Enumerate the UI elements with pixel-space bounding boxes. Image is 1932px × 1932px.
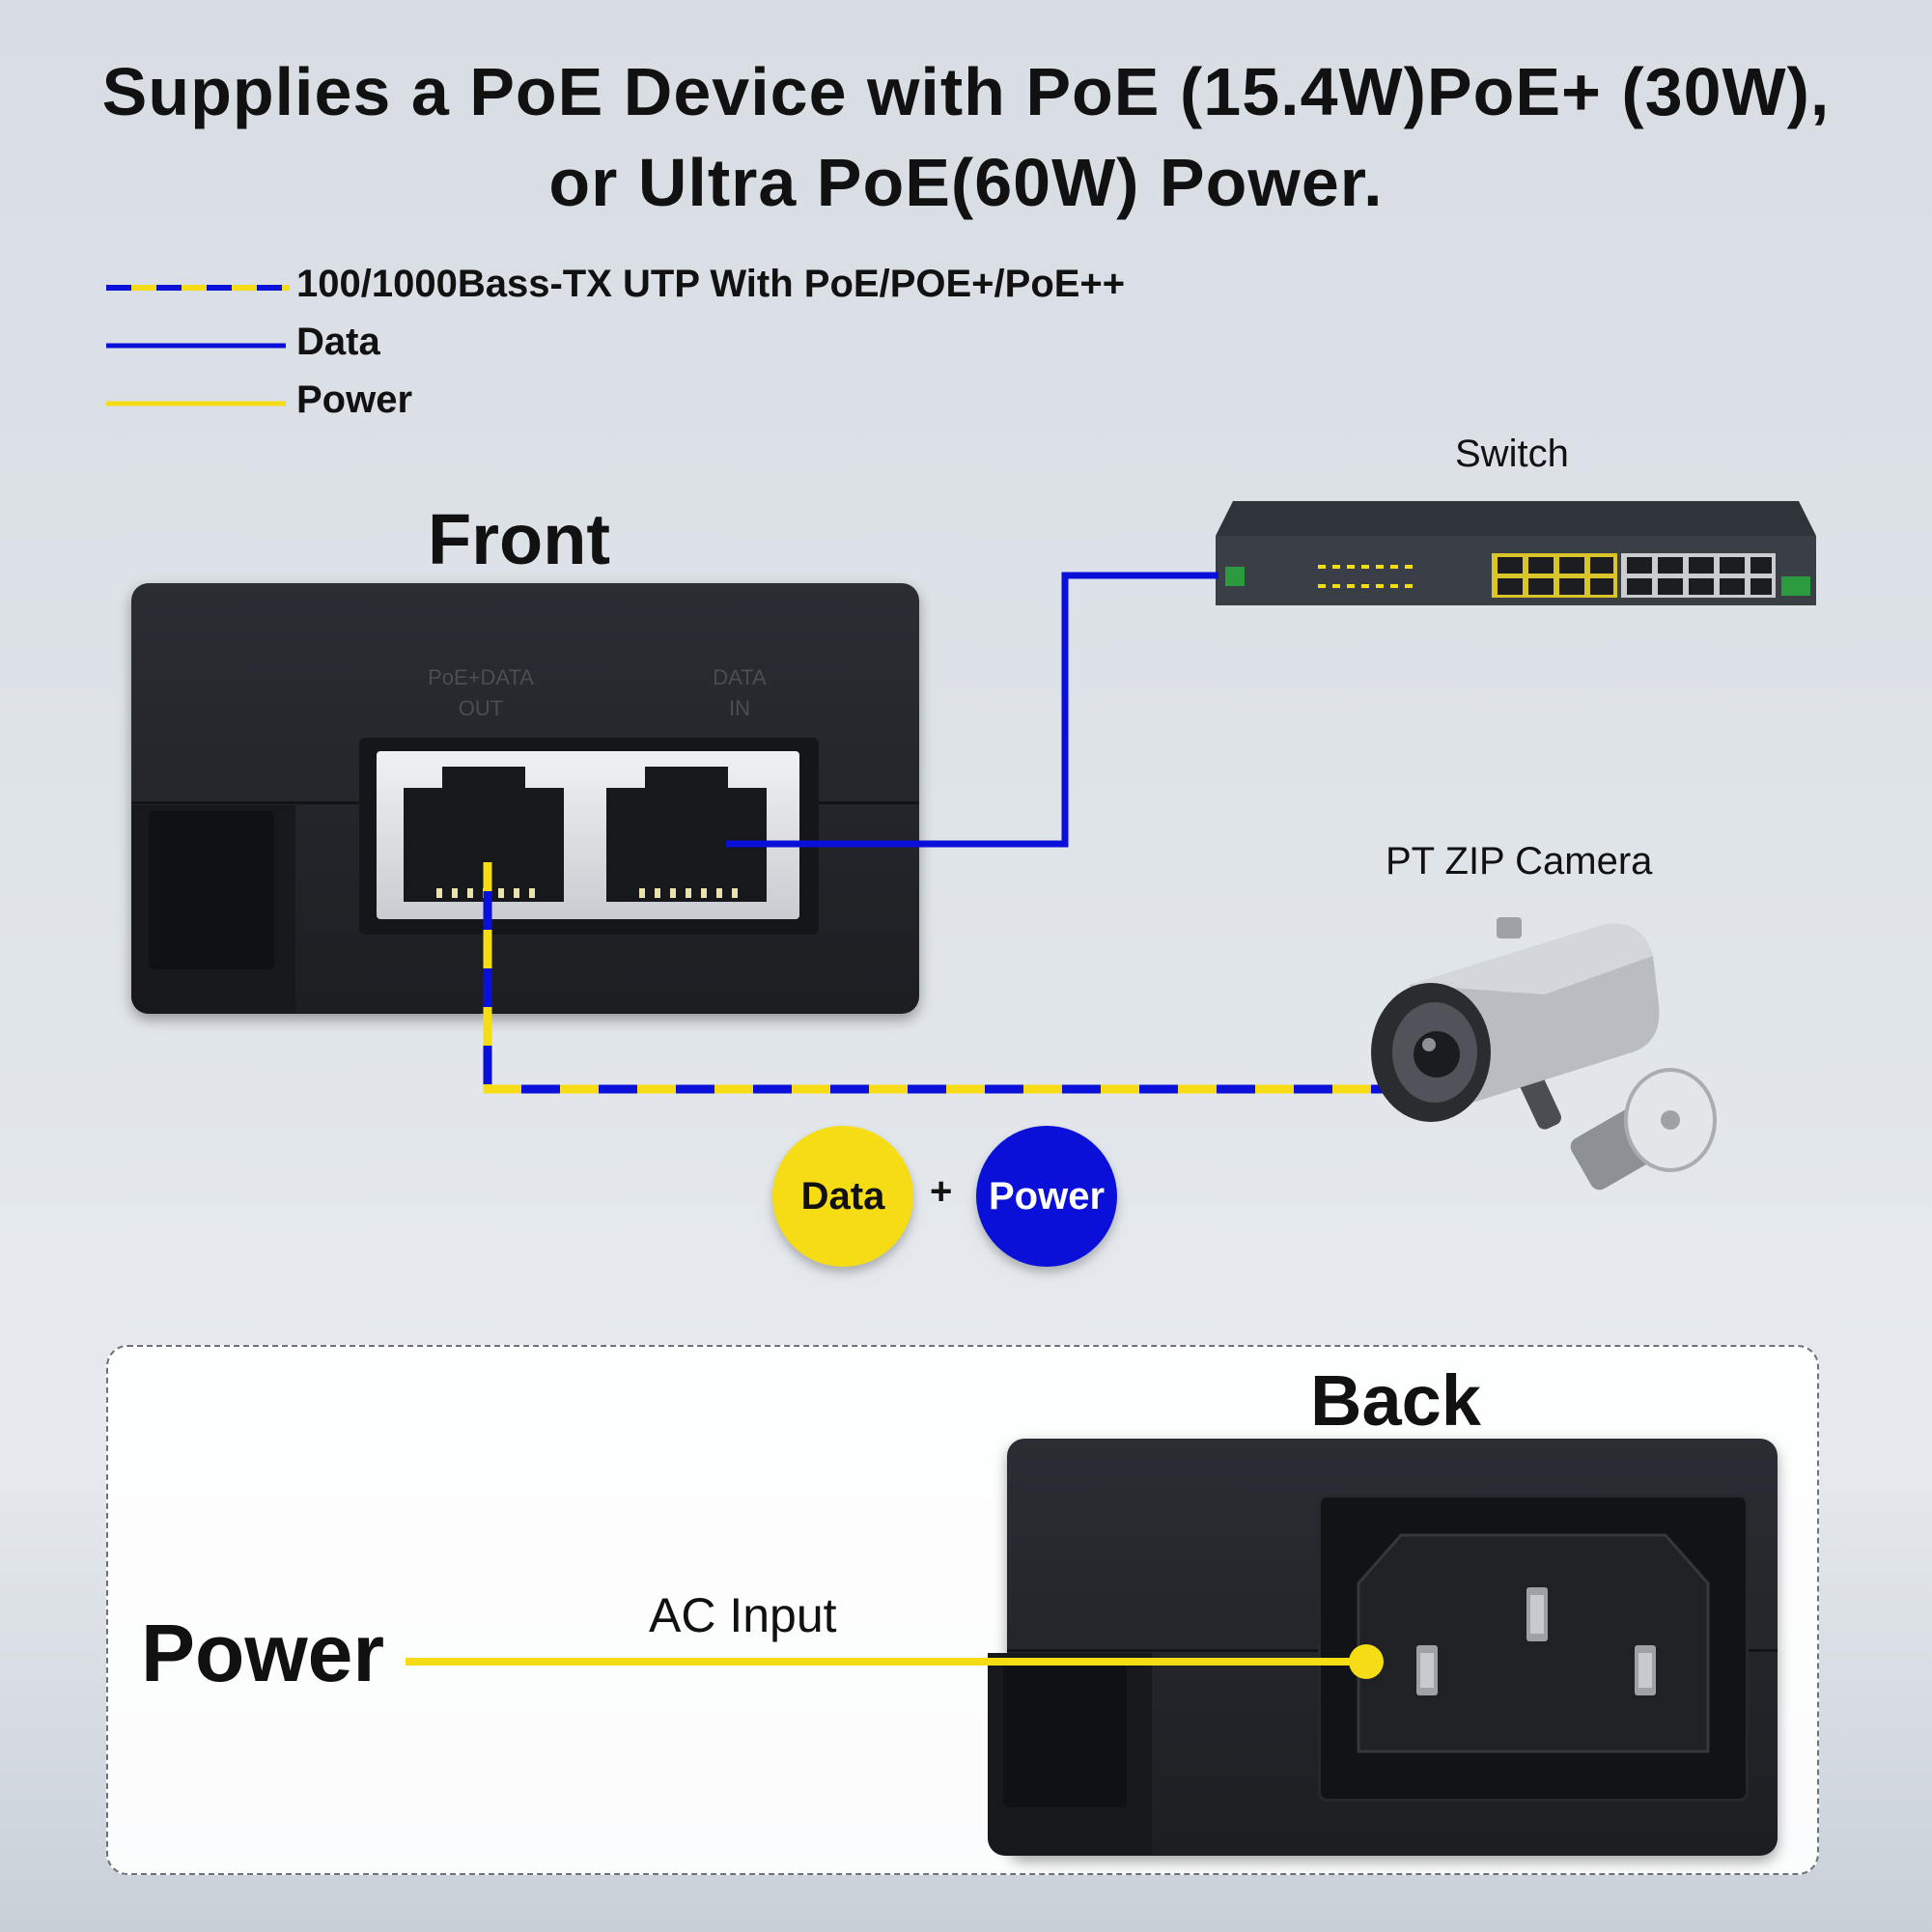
legend-label-poe: 100/1000Bass-TX UTP With PoE/POE+/PoE++ bbox=[296, 263, 1126, 305]
power-lead bbox=[406, 1644, 1384, 1679]
legend-swatch-poe bbox=[106, 285, 290, 291]
poe-injector-front: PoE+DATA OUT DATA IN bbox=[131, 583, 919, 1014]
plus-sign: + bbox=[930, 1170, 953, 1213]
data-badge: Data bbox=[772, 1126, 913, 1267]
network-switch bbox=[1216, 501, 1816, 605]
title-line-2: or Ultra PoE(60W) Power. bbox=[548, 145, 1384, 220]
front-heading: Front bbox=[428, 499, 611, 579]
back-foot-slot bbox=[1003, 1663, 1127, 1807]
poe-injector-back bbox=[988, 1439, 1778, 1856]
data-cable-switch bbox=[726, 572, 1218, 848]
rj45-port-in[interactable] bbox=[601, 763, 772, 908]
legend-swatch-power bbox=[106, 401, 286, 406]
front-foot-slot bbox=[149, 811, 274, 969]
iec-c14-inlet[interactable] bbox=[1355, 1531, 1712, 1755]
ac-input-label: AC Input bbox=[649, 1588, 837, 1642]
poe-cable-camera-blue bbox=[483, 862, 1400, 1094]
legend-swatch-data bbox=[106, 343, 286, 349]
legend: 100/1000Bass-TX UTP With PoE/POE+/PoE++ … bbox=[106, 259, 1265, 433]
back-heading: Back bbox=[1310, 1360, 1481, 1441]
title-line-1: Supplies a PoE Device with PoE (15.4W)Po… bbox=[101, 54, 1831, 129]
security-camera bbox=[1371, 917, 1717, 1190]
power-badge: Power bbox=[976, 1126, 1117, 1267]
port-in-label: DATA IN bbox=[713, 665, 767, 720]
poe-cable-camera-yellow bbox=[483, 862, 1400, 1094]
switch-label: Switch bbox=[1455, 433, 1569, 475]
front-cables bbox=[483, 572, 1400, 1094]
legend-label-power: Power bbox=[296, 378, 413, 421]
legend-label-data: Data bbox=[296, 321, 380, 363]
page-title: Supplies a PoE Device with PoE (15.4W)Po… bbox=[0, 46, 1932, 228]
camera-label: PT ZIP Camera bbox=[1386, 840, 1653, 882]
power-badge-label: Power bbox=[988, 1174, 1106, 1218]
power-label: Power bbox=[141, 1608, 385, 1698]
port-out-label: PoE+DATA OUT bbox=[428, 665, 534, 720]
data-badge-label: Data bbox=[800, 1174, 885, 1218]
